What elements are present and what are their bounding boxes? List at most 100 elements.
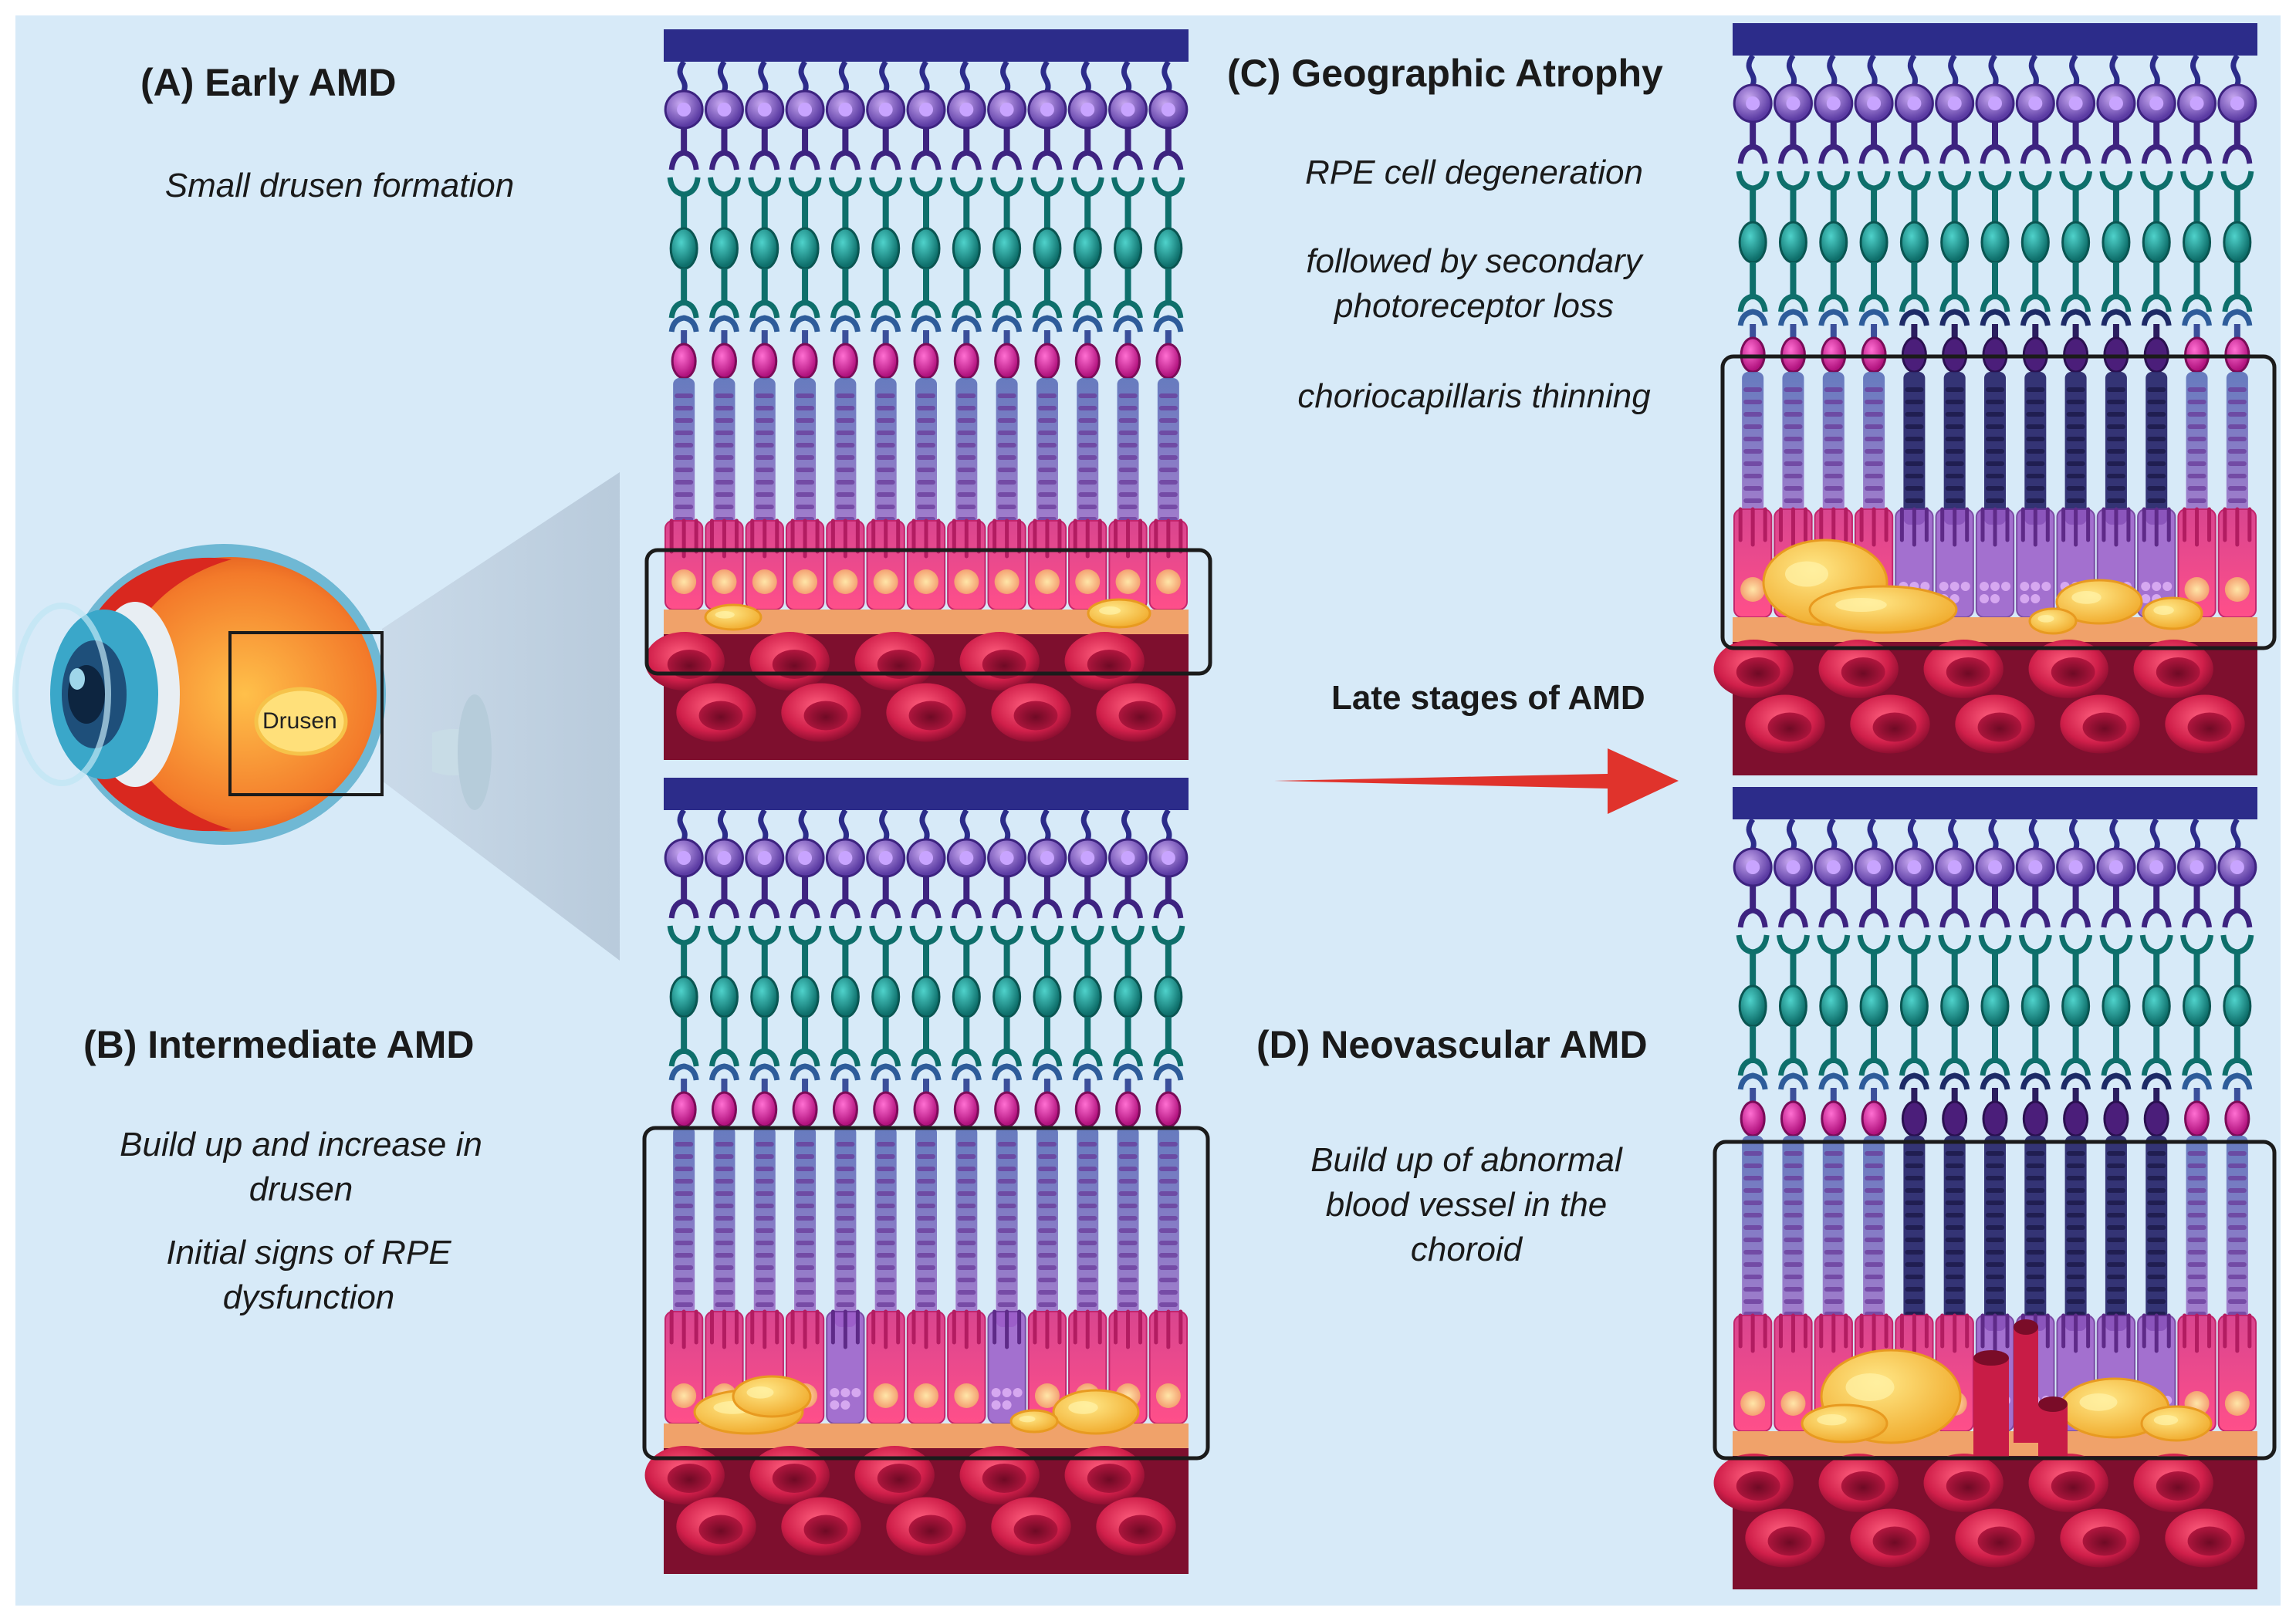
disc-stack bbox=[2026, 498, 2045, 503]
photoreceptor-fiber bbox=[1830, 324, 1837, 341]
disc-stack bbox=[675, 1265, 694, 1270]
photoreceptor-segment bbox=[673, 1126, 695, 1327]
bipolar-cell bbox=[952, 227, 981, 270]
bipolar-stem bbox=[2032, 188, 2039, 227]
ganglion-axon bbox=[798, 59, 809, 93]
disc-stack bbox=[1037, 1142, 1057, 1147]
ganglion-dendrite bbox=[749, 898, 780, 919]
ganglion-nucleus bbox=[1947, 96, 1962, 110]
disc-stack bbox=[917, 1216, 935, 1221]
photoreceptor-synapse bbox=[1939, 1072, 1970, 1090]
rpe-microvilli bbox=[2183, 1313, 2212, 1353]
disc-stack bbox=[836, 1167, 855, 1171]
disc-stack bbox=[755, 455, 774, 460]
ganglion-dendrite bbox=[830, 150, 861, 171]
disc-stack bbox=[917, 1191, 935, 1196]
disc-stack bbox=[755, 418, 774, 423]
bipolar-cell bbox=[2142, 984, 2171, 1028]
ganglion-nucleus bbox=[878, 851, 893, 865]
bipolar-terminal bbox=[2101, 1057, 2132, 1076]
bipolar-axon bbox=[2072, 1026, 2079, 1063]
photoreceptor-fiber bbox=[1084, 1079, 1091, 1096]
bipolar-cell bbox=[2142, 221, 2171, 264]
panel-d-line-1: Build up of abnormal blood vessel in the… bbox=[1310, 1141, 1622, 1268]
disc-stack bbox=[1118, 1253, 1138, 1258]
bipolar-terminal bbox=[2061, 293, 2091, 312]
ganglion-nucleus bbox=[757, 103, 772, 117]
disc-stack bbox=[997, 406, 1016, 410]
disc-stack bbox=[1905, 387, 1924, 392]
ganglion-axon bbox=[1000, 59, 1011, 93]
ganglion-stem bbox=[1165, 128, 1172, 154]
photoreceptor-synapse bbox=[871, 315, 901, 333]
disc-stack bbox=[1743, 1262, 1763, 1267]
disc-stack bbox=[2227, 1188, 2247, 1193]
photoreceptor-fiber bbox=[1003, 1079, 1010, 1096]
disc-stack bbox=[2066, 1176, 2085, 1180]
disc-stack bbox=[1945, 1225, 1964, 1230]
disc-stack bbox=[796, 1228, 815, 1233]
ganglion-nucleus bbox=[2068, 96, 2083, 110]
ganglion-nucleus bbox=[1161, 103, 1175, 117]
photoreceptor-nucleus bbox=[1821, 1100, 1847, 1137]
disc-stack bbox=[2026, 1201, 2045, 1205]
disc-stack bbox=[1743, 437, 1763, 441]
disc-stack bbox=[917, 492, 935, 497]
ganglion-stem bbox=[842, 128, 849, 154]
disc-stack bbox=[2187, 1213, 2206, 1217]
disc-stack bbox=[957, 492, 976, 497]
disc-stack bbox=[1986, 1238, 2004, 1242]
disc-stack bbox=[1865, 1163, 1884, 1168]
ganglion-axon bbox=[1786, 53, 1797, 86]
bipolar-terminal bbox=[1858, 293, 1889, 312]
rpe-nucleus bbox=[914, 1383, 938, 1408]
bipolar-cell bbox=[1073, 227, 1102, 270]
disc-stack bbox=[997, 505, 1016, 509]
bipolar-axon bbox=[721, 268, 728, 306]
bipolar-axon bbox=[2153, 262, 2160, 299]
bipolar-stem bbox=[882, 943, 889, 981]
bipolar-terminal bbox=[1818, 293, 1849, 312]
disc-stack bbox=[1905, 437, 1924, 441]
disc-stack bbox=[1158, 1302, 1178, 1307]
disc-stack bbox=[755, 393, 774, 398]
disc-stack bbox=[1118, 431, 1138, 435]
ganglion-nucleus bbox=[1746, 860, 1760, 874]
photoreceptor-nucleus bbox=[752, 1091, 778, 1128]
bipolar-terminal bbox=[871, 1048, 901, 1067]
bipolar-terminal bbox=[1939, 1057, 1970, 1076]
ganglion-dendrite bbox=[790, 898, 820, 919]
photoreceptor-synapse bbox=[1980, 1072, 2010, 1090]
disc-stack bbox=[1743, 1225, 1763, 1230]
ganglion-axon bbox=[1948, 817, 1959, 850]
ganglion-axon bbox=[919, 59, 930, 93]
photoreceptor-synapse bbox=[2061, 1072, 2091, 1090]
bipolar-axon bbox=[1084, 1017, 1091, 1054]
bipolar-cell bbox=[952, 975, 981, 1018]
ganglion-axon bbox=[1827, 817, 1838, 850]
disc-stack bbox=[1784, 1176, 1803, 1180]
neovessel-opening bbox=[2014, 1319, 2038, 1335]
ganglion-nucleus bbox=[919, 103, 933, 117]
photoreceptor-segment bbox=[794, 1126, 817, 1327]
disc-stack bbox=[1905, 1299, 1924, 1304]
rpe-microvilli bbox=[1778, 507, 1807, 547]
disc-stack bbox=[957, 1278, 976, 1282]
disc-stack bbox=[1986, 1176, 2004, 1180]
disc-stack bbox=[2066, 1262, 2085, 1267]
disc-stack bbox=[2147, 1238, 2166, 1242]
ganglion-stem bbox=[963, 128, 970, 154]
disc-stack bbox=[836, 1253, 855, 1258]
bipolar-cell bbox=[2061, 221, 2091, 264]
photoreceptor-synapse bbox=[2222, 309, 2253, 326]
disc-stack bbox=[1986, 1201, 2004, 1205]
disc-stack bbox=[755, 1228, 774, 1233]
ganglion-dendrite bbox=[911, 898, 942, 919]
bipolar-terminal bbox=[2182, 1057, 2213, 1076]
ganglion-stem bbox=[1750, 122, 1757, 148]
disc-stack bbox=[1158, 1191, 1178, 1196]
ganglion-stem bbox=[842, 876, 849, 903]
photoreceptor-synapse bbox=[708, 1063, 739, 1081]
disc-stack bbox=[2227, 437, 2247, 441]
disc-stack bbox=[1784, 1201, 1803, 1205]
